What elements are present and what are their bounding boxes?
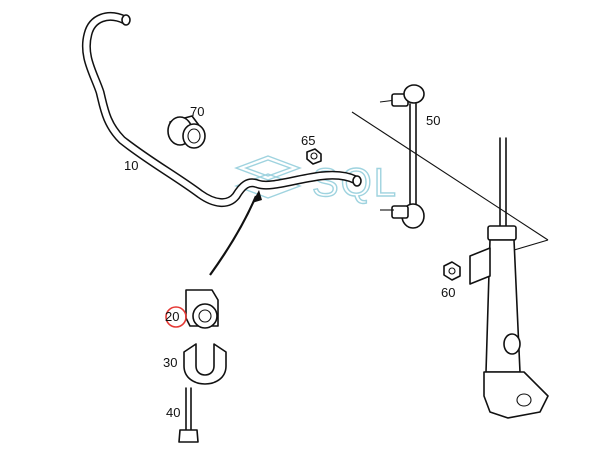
bolt-40: [178, 387, 199, 443]
strut-assembly: [469, 137, 549, 419]
label-part-10: 10: [124, 158, 138, 173]
label-part-70: 70: [190, 104, 204, 119]
nut-65: [306, 148, 322, 165]
highlight-circle: [165, 306, 187, 328]
stabilizer-bar: [82, 12, 362, 207]
clamp-30: [183, 343, 227, 385]
label-part-40: 40: [166, 405, 180, 420]
rubber-mount-20: [165, 289, 219, 329]
label-part-60: 60: [441, 285, 455, 300]
pointer-arrow: [209, 190, 262, 276]
label-part-20: 20: [165, 309, 179, 324]
bushing-70: [167, 115, 206, 149]
nut-60: [443, 261, 461, 281]
label-part-50: 50: [426, 113, 440, 128]
label-part-30: 30: [163, 355, 177, 370]
label-part-65: 65: [301, 133, 315, 148]
